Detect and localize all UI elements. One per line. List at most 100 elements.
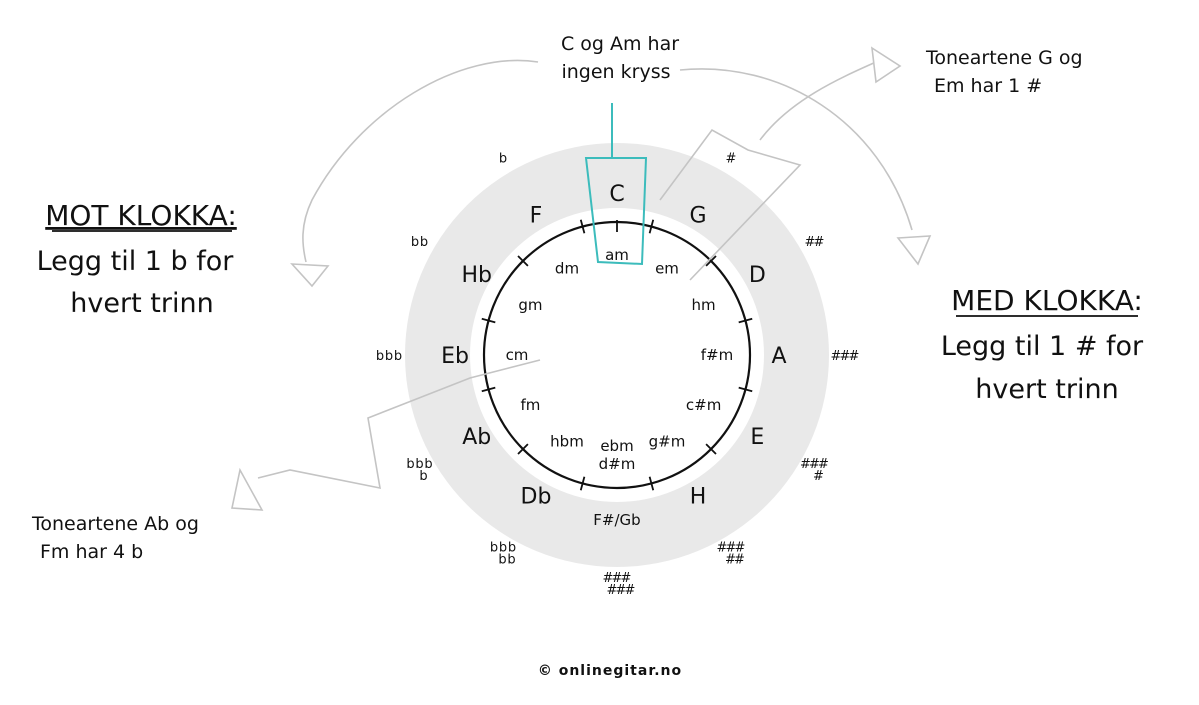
g-arrow-line [759,61,877,141]
accidental-mark: b [499,540,507,555]
accidental-mark: # [840,349,851,364]
accidental-mark: # [734,552,745,567]
major-key-label: Db [521,484,552,509]
minor-key-label: g#m [649,433,686,451]
major-key-labels: C G D A E H F#/Gb Db Ab Eb Hb F [441,182,786,529]
accidental-mark: b [385,349,393,364]
tick-mark [738,386,753,393]
accidental-mark: # [603,571,614,586]
accidental-mark: b [420,235,428,250]
note-bottom-left-line-1: Toneartene Ab og [31,513,199,535]
minor-key-label: f#m [701,346,733,364]
accidental-mark: b [499,152,507,167]
major-key-label: H [690,484,707,509]
tick-mark [481,317,496,324]
tick-mark [517,255,529,267]
tick-mark [481,386,496,393]
accidental-mark: # [612,571,623,586]
accidental-mark: # [831,349,842,364]
accidental-mark: # [814,235,825,250]
left-line-1: Legg til 1 b for [37,246,235,277]
cw-arrow-head [896,235,932,266]
g-arrow-head [871,46,902,84]
left-heading: MOT KLOKKA: [45,199,237,232]
major-key-label: Eb [441,344,469,369]
minor-key-label: dm [555,259,579,277]
accidental-mark: # [726,540,737,555]
tick-mark [738,317,753,324]
accidental-mark: b [508,540,516,555]
ccw-arc-arrow [302,59,539,263]
accidental-mark: # [616,583,627,598]
accidental-mark: b [424,457,432,472]
note-top-line-1: C og Am har [561,33,679,55]
major-key-label: E [750,425,764,450]
note-bottom-left-line-2: Fm har 4 b [40,541,143,563]
ab-arrow-shaft [257,359,541,490]
accidental-mark: # [725,552,736,567]
accidental-mark: # [800,457,811,472]
minor-key-label: cm [506,346,529,364]
minor-key-label: gm [518,296,542,314]
accidental-mark: # [607,583,618,598]
major-key-label: G [689,204,706,229]
major-key-label: F [530,204,543,229]
accidental-mark: # [625,583,636,598]
c-am-highlight-box [584,103,648,266]
accidental-mark: b [376,349,384,364]
accidental-mark: # [818,457,829,472]
minor-key-label: ebm [600,437,633,455]
minor-key-label: c#m [686,396,721,414]
tick-mark [648,219,655,234]
note-top-line-2: ingen kryss [561,61,670,83]
accidental-mark: # [735,540,746,555]
accidental-mark: # [809,457,820,472]
tick-mark [705,443,717,455]
accidental-mark: b [411,235,419,250]
minor-key-label: em [655,259,679,277]
tick-marks [481,219,753,491]
tick-mark [579,476,586,491]
ab-arrow-head [231,467,264,511]
right-line-2: hvert trinn [975,374,1118,405]
minor-key-label: d#m [599,455,636,473]
accidental-mark: b [415,457,423,472]
note-top-right-line-1: Toneartene G og [925,47,1083,69]
accidental-mark: b [498,552,506,567]
accidental-mark: # [621,571,632,586]
accidental-mark: b [406,457,414,472]
tick-mark [579,219,586,234]
accidental-mark: b [490,540,498,555]
accidental-mark: # [813,469,824,484]
major-key-label: D [749,263,766,288]
major-key-label: Ab [462,425,491,450]
note-top-right-line-2: Em har 1 # [934,75,1042,97]
right-heading: MED KLOKKA: [951,284,1143,317]
accidental-mark: # [805,235,816,250]
ccw-arrow-head [290,263,330,288]
major-key-label: Hb [461,263,492,288]
tick-mark [648,476,655,491]
footer-copyright: © onlinegitar.no [538,663,682,679]
accidental-mark: # [717,540,728,555]
minor-key-label: fm [520,396,540,414]
g-arrow-shaft [659,128,802,281]
right-line-1: Legg til 1 # for [941,331,1144,362]
major-key-label: F#/Gb [593,511,640,529]
inner-ring-background [470,208,764,502]
cw-arc-arrow [679,68,913,231]
minor-key-label: hbm [550,433,584,451]
accidental-mark: b [419,469,427,484]
accidental-mark: b [394,349,402,364]
accidental-mark: b [507,552,515,567]
accidental-mark: # [849,349,860,364]
tick-mark [705,255,717,267]
major-key-label: C [609,182,624,207]
accidental-mark: # [726,152,737,167]
major-key-label: A [771,344,786,369]
tick-mark [517,443,529,455]
minor-key-label: hm [692,296,716,314]
left-line-2: hvert trinn [70,288,213,319]
